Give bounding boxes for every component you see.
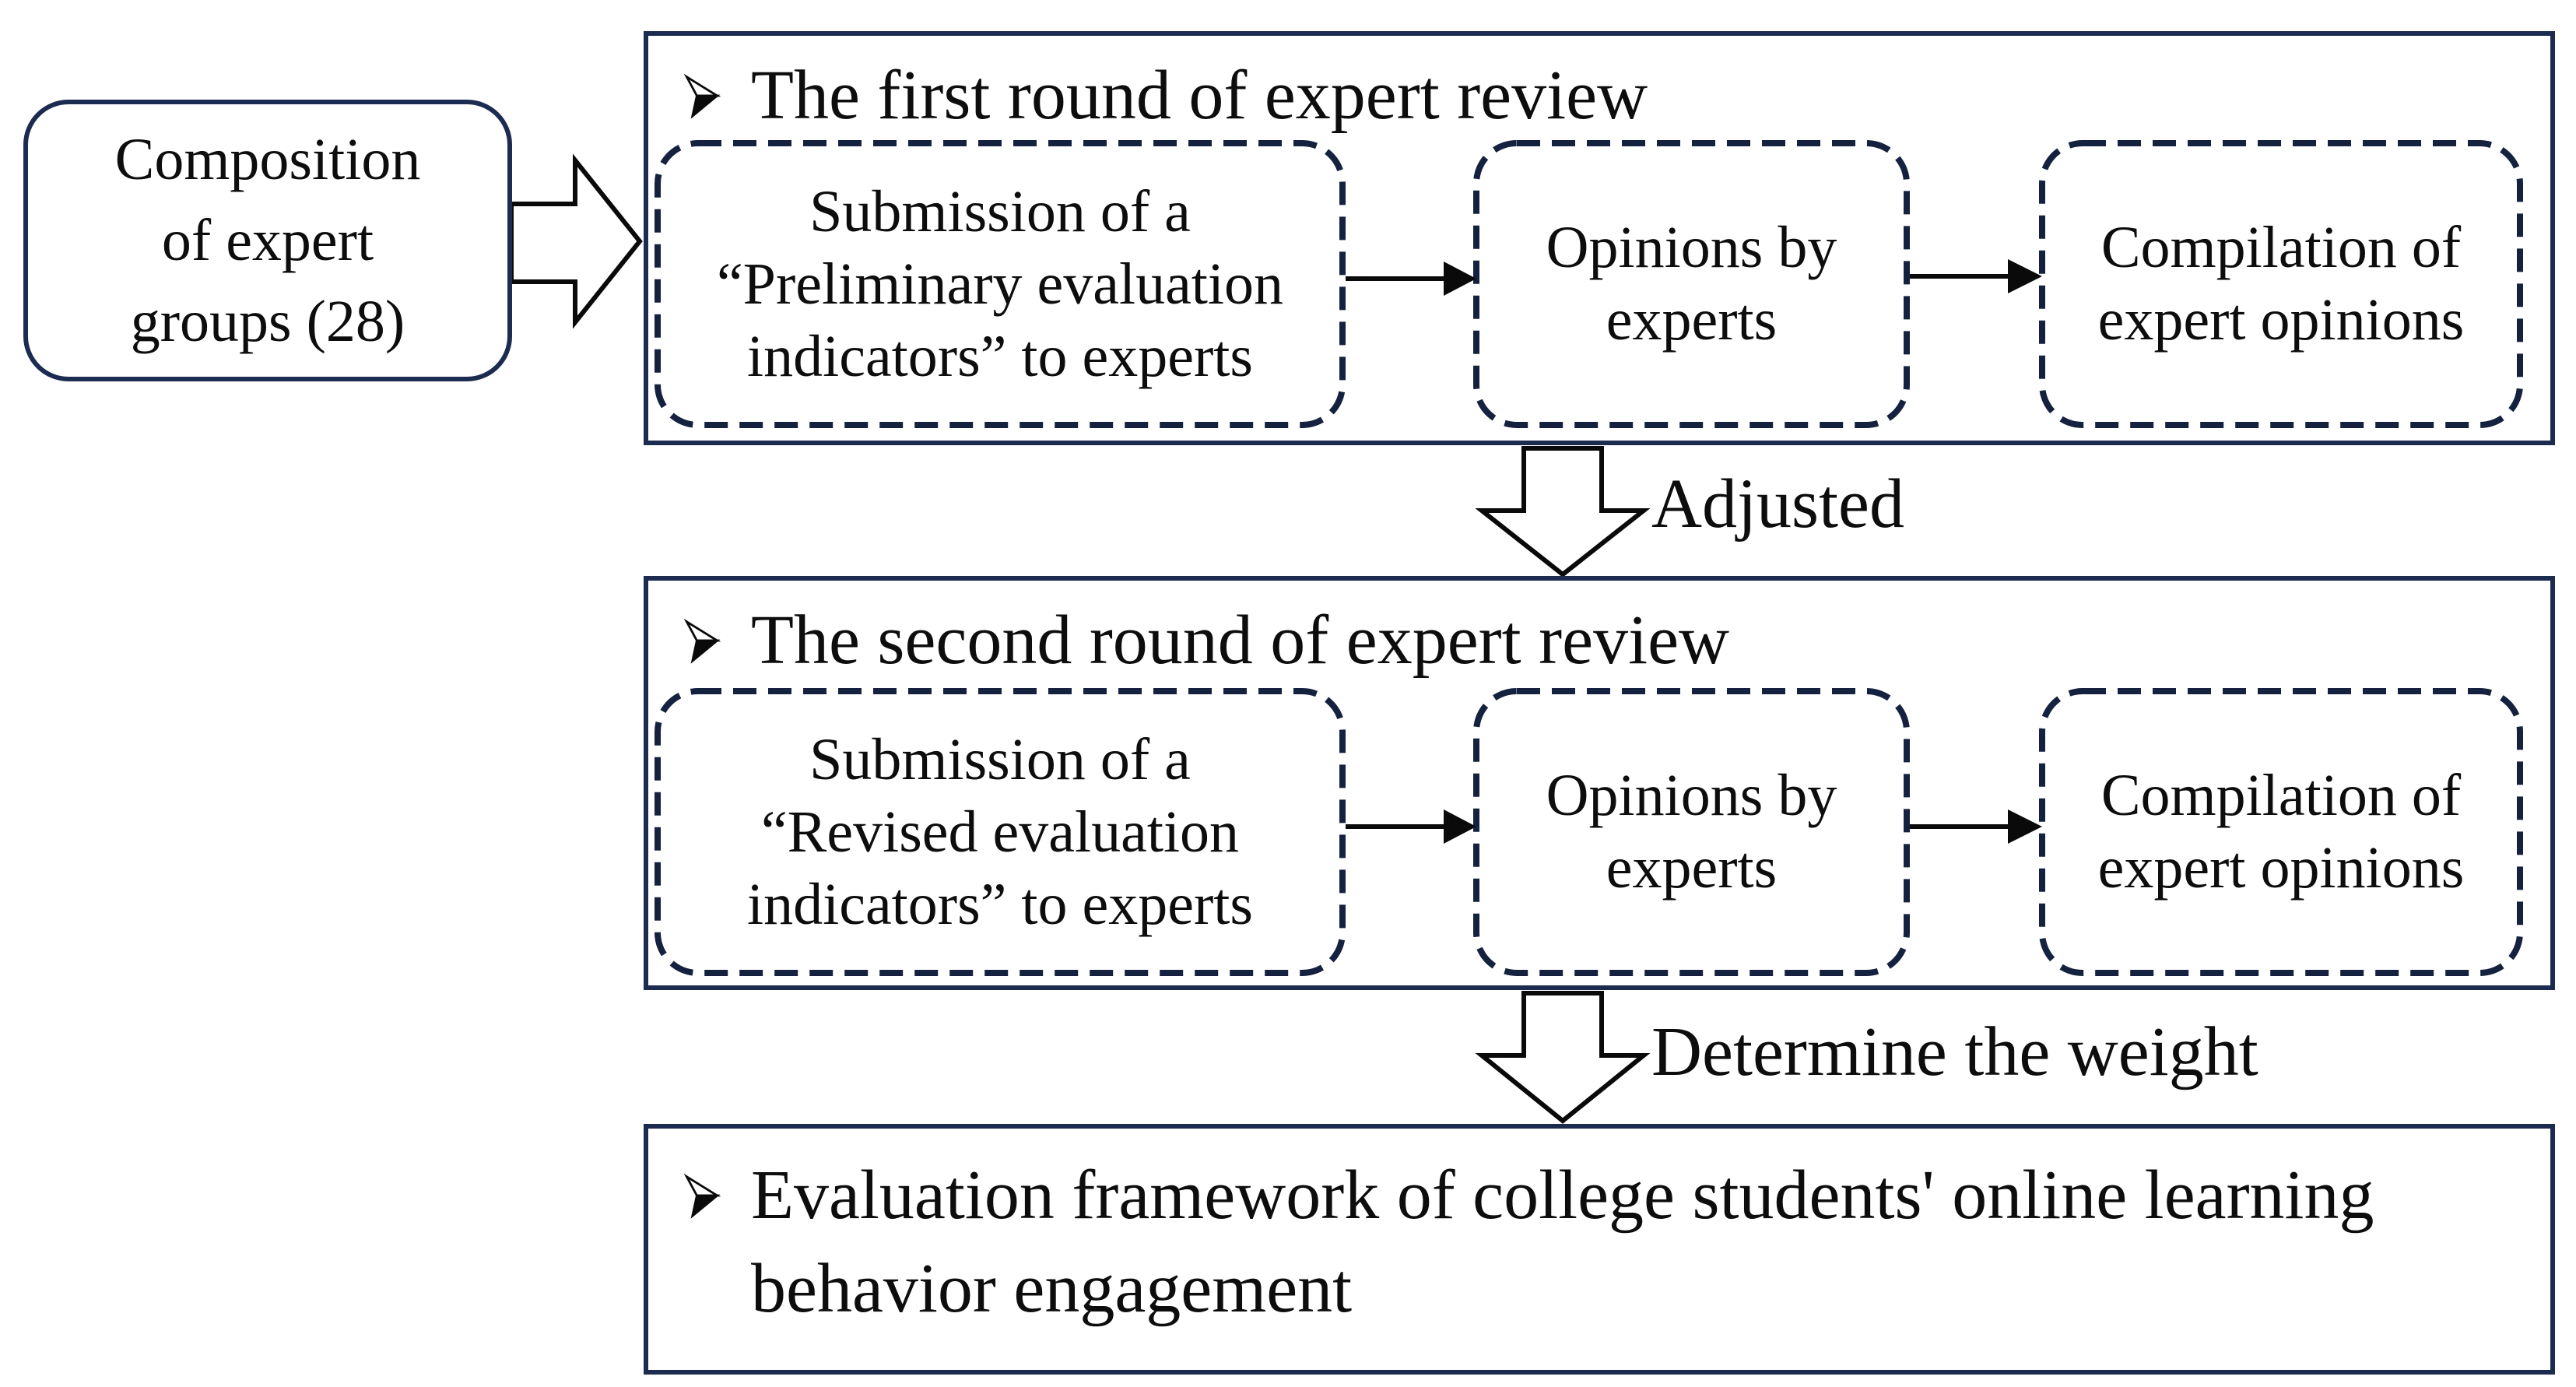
step-line: Opinions by xyxy=(1546,215,1837,280)
round2-step3-outline xyxy=(2039,688,2523,976)
composition-box-line: Composition xyxy=(114,127,421,192)
round1-container: The first round of expert review xyxy=(644,31,2555,445)
step-line: Compilation of xyxy=(2100,215,2462,280)
down-block-arrow-adjusted-icon xyxy=(1475,446,1651,578)
result-text: Evaluation framework of college students… xyxy=(751,1149,2374,1336)
step-line: “Preliminary evaluation xyxy=(716,251,1284,317)
step-line: indicators” to experts xyxy=(746,871,1253,937)
arrow-bullet-icon xyxy=(683,73,721,119)
arrow-bullet-icon xyxy=(683,618,721,664)
step-line: expert opinions xyxy=(2097,835,2465,901)
transition-label-adjusted: Adjusted xyxy=(1651,465,1904,543)
round2-container: The second round of expert review xyxy=(644,576,2555,990)
result-container: Evaluation framework of college students… xyxy=(644,1124,2555,1375)
step-line: Submission of a xyxy=(809,726,1191,792)
round2-step1-outline xyxy=(655,688,1346,976)
step-line: Compilation of xyxy=(2100,763,2462,828)
connector-arrow-icon-r1b xyxy=(1910,259,2042,293)
composition-box: Composition of expert groups (28) xyxy=(23,100,512,381)
round1-header: The first round of expert review xyxy=(648,36,2550,139)
round1-step-submission: Submission of a “Preliminary evaluation … xyxy=(658,143,1342,425)
result-content: Evaluation framework of college students… xyxy=(648,1129,2550,1336)
step-line: expert opinions xyxy=(2097,287,2465,353)
round1-step1-outline xyxy=(655,140,1346,428)
step-line: experts xyxy=(1606,287,1778,353)
connector-arrow-icon-r2a xyxy=(1346,809,1476,844)
step-line: “Revised evaluation xyxy=(760,799,1240,865)
round1-title: The first round of expert review xyxy=(751,57,1648,134)
round2-step2-outline xyxy=(1473,688,1910,976)
step-line: indicators” to experts xyxy=(746,323,1253,389)
step-line: Submission of a xyxy=(809,178,1191,244)
round1-step2-outline xyxy=(1473,140,1910,428)
composition-box-line: groups (28) xyxy=(130,289,405,354)
result-line: behavior engagement xyxy=(751,1250,1353,1327)
round2-title: The second round of expert review xyxy=(751,602,1730,679)
arrow-bullet-icon xyxy=(683,1173,721,1219)
connector-arrow-icon-r1a xyxy=(1346,262,1476,296)
result-line: Evaluation framework of college students… xyxy=(751,1157,2374,1234)
transition-label-weight: Determine the weight xyxy=(1651,1013,2258,1090)
right-block-arrow-icon xyxy=(509,153,643,329)
composition-box-line: of expert xyxy=(161,208,374,273)
down-block-arrow-weight-icon xyxy=(1475,991,1651,1124)
round2-header: The second round of expert review xyxy=(648,581,2550,683)
round2-step-compilation: Compilation of expert opinions xyxy=(2042,691,2520,973)
step-line: Opinions by xyxy=(1546,763,1837,828)
round2-step-opinions: Opinions by experts xyxy=(1476,691,1907,973)
connector-arrow-icon-r2b xyxy=(1910,809,2042,844)
round2-step-submission: Submission of a “Revised evaluation indi… xyxy=(658,691,1342,973)
round1-step-opinions: Opinions by experts xyxy=(1476,143,1907,425)
round1-step-compilation: Compilation of expert opinions xyxy=(2042,143,2520,425)
round1-step3-outline xyxy=(2039,140,2523,428)
step-line: experts xyxy=(1606,835,1778,901)
